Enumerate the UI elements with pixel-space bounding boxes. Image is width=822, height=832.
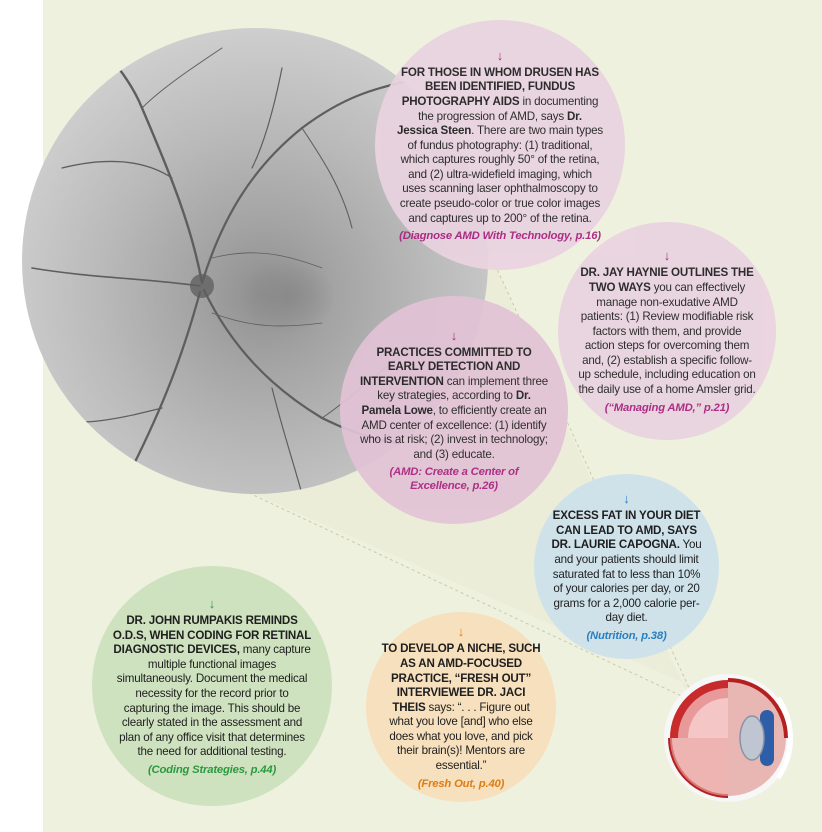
niche-body: says: “. . . Figure out what you love [a… (389, 700, 533, 773)
coding-callout: ↓ DR. JOHN RUMPAKIS REMINDS O.D.S, WHEN … (92, 566, 332, 806)
arrow-down-icon: ↓ (496, 47, 504, 63)
niche-text: TO DEVELOP A NICHE, SUCH AS AN AMD-FOCUS… (380, 642, 542, 773)
practices-body-1: can implement three key strategies, acco… (377, 374, 548, 403)
practices-lead: PRACTICES COMMITTED TO EARLY DETECTION A… (360, 345, 532, 388)
diet-lead: EXCESS FAT IN YOUR DIET CAN LEAD TO AMD,… (551, 509, 701, 552)
arrow-down-icon: ↓ (663, 248, 671, 264)
haynie-reference: (“Managing AMD,” p.21) (604, 401, 730, 414)
retinal-vessels (31, 36, 454, 494)
drusen-text: FOR THOSE IN WHOM DRUSEN HAS BEEN IDENTI… (397, 66, 603, 227)
arrow-down-icon: ↓ (623, 491, 630, 507)
niche-reference: (Fresh Out, p.40) (417, 777, 505, 790)
haynie-body: you can effectively manage non-exudative… (578, 280, 756, 397)
drusen-author: Dr. Jessica Steen (397, 109, 582, 138)
practices-author: Dr. Pamela Lowe (361, 389, 531, 417)
practices-text: PRACTICES COMMITTED TO EARLY DETECTION A… (360, 346, 548, 463)
niche-callout: ↓ TO DEVELOP A NICHE, SUCH AS AN AMD-FOC… (366, 612, 556, 802)
niche-lead: TO DEVELOP A NICHE, SUCH AS AN AMD-FOCUS… (381, 642, 541, 714)
eye-cross-section-icon (664, 674, 793, 802)
practices-body-2: , to efficiently create an AMD center of… (360, 404, 548, 461)
arrow-down-icon: ↓ (208, 596, 216, 612)
coding-reference: (Coding Strategies, p.44) (147, 763, 277, 776)
diet-callout: ↓ EXCESS FAT IN YOUR DIET CAN LEAD TO AM… (534, 474, 719, 659)
drusen-callout: ↓ FOR THOSE IN WHOM DRUSEN HAS BEEN IDEN… (375, 20, 625, 270)
coding-body: many capture multiple functional images … (116, 643, 311, 759)
drusen-body-2: . There are two main types of fundus pho… (399, 124, 603, 225)
diet-reference: (Nutrition, p.38) (586, 629, 667, 642)
haynie-lead: DR. JAY HAYNIE OUTLINES THE TWO WAYS (580, 266, 754, 294)
arrow-down-icon: ↓ (457, 624, 465, 640)
retina-fundus-image (22, 28, 488, 494)
diet-text: EXCESS FAT IN YOUR DIET CAN LEAD TO AMD,… (550, 509, 703, 626)
drusen-lead: FOR THOSE IN WHOM DRUSEN HAS BEEN IDENTI… (401, 65, 599, 108)
diet-body: You and your patients should limit satur… (552, 538, 702, 625)
practices-reference: (AMD: Create a Center of Excellence, p.2… (389, 466, 519, 493)
practices-callout: ↓ PRACTICES COMMITTED TO EARLY DETECTION… (340, 296, 568, 524)
coding-lead: DR. JOHN RUMPAKIS REMINDS O.D.S, WHEN CO… (112, 614, 312, 657)
arrow-down-icon: ↓ (450, 327, 458, 343)
haynie-callout: ↓ DR. JAY HAYNIE OUTLINES THE TWO WAYS y… (558, 222, 776, 440)
coding-text: DR. JOHN RUMPAKIS REMINDS O.D.S, WHEN CO… (112, 614, 312, 760)
haynie-text: DR. JAY HAYNIE OUTLINES THE TWO WAYS you… (578, 266, 756, 397)
drusen-body-1: in documenting the progression of AMD, s… (418, 94, 599, 123)
drusen-reference: (Diagnose AMD With Technology, p.16) (399, 230, 601, 243)
